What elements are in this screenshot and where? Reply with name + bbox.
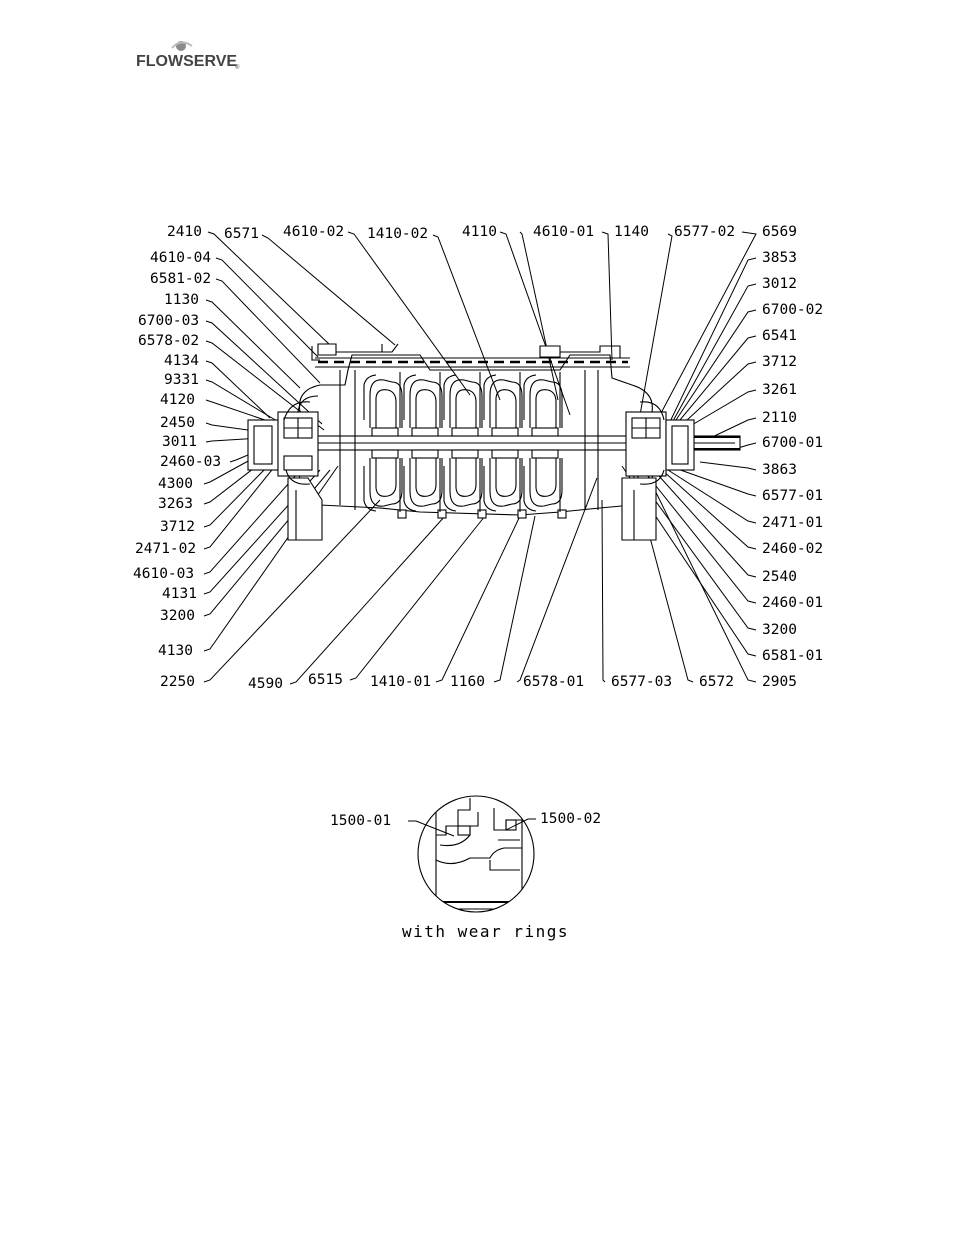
label-6581-02: 6581-02 bbox=[150, 271, 211, 287]
label-2471-02: 2471-02 bbox=[135, 541, 196, 557]
label-3263: 3263 bbox=[158, 496, 193, 512]
label-6700-03: 6700-03 bbox=[138, 313, 199, 329]
flowserve-logo: FLOWSERVE ® bbox=[136, 41, 240, 71]
label-1140: 1140 bbox=[614, 224, 649, 240]
label-6578-01: 6578-01 bbox=[523, 674, 584, 690]
label-6700-01: 6700-01 bbox=[762, 435, 823, 451]
label-3712: 3712 bbox=[160, 519, 195, 535]
logo-text: FLOWSERVE bbox=[136, 53, 237, 70]
label-3261: 3261 bbox=[762, 382, 797, 398]
label-1410-01: 1410-01 bbox=[370, 674, 431, 690]
label-4610-01: 4610-01 bbox=[533, 224, 594, 240]
label-3712: 3712 bbox=[762, 354, 797, 370]
label-6700-02: 6700-02 bbox=[762, 302, 823, 318]
label-6572: 6572 bbox=[699, 674, 734, 690]
label-6515: 6515 bbox=[308, 672, 343, 688]
label-3012: 3012 bbox=[762, 276, 797, 292]
label-2250: 2250 bbox=[160, 674, 195, 690]
label-3863: 3863 bbox=[762, 462, 797, 478]
label-4610-03: 4610-03 bbox=[133, 566, 194, 582]
label-4110: 4110 bbox=[462, 224, 497, 240]
label-6581-01: 6581-01 bbox=[762, 648, 823, 664]
pump-stages bbox=[363, 372, 567, 519]
label-1500-01: 1500-01 bbox=[330, 813, 391, 829]
label-3200: 3200 bbox=[762, 622, 797, 638]
label-2410: 2410 bbox=[167, 224, 202, 240]
svg-text:®: ® bbox=[235, 64, 240, 71]
top-labels: 2410 6571 4610-02 1410-02 4110 4610-01 1… bbox=[167, 224, 797, 242]
label-6578-02: 6578-02 bbox=[138, 333, 199, 349]
label-4610-04: 4610-04 bbox=[150, 250, 211, 266]
label-2460-03: 2460-03 bbox=[160, 454, 221, 470]
label-2540: 2540 bbox=[762, 569, 797, 585]
bottom-labels: 2250 4590 6515 1410-01 1160 6578-01 6577… bbox=[160, 672, 797, 692]
label-6569: 6569 bbox=[762, 224, 797, 240]
label-2450: 2450 bbox=[160, 415, 195, 431]
label-2110: 2110 bbox=[762, 410, 797, 426]
label-3011: 3011 bbox=[162, 434, 197, 450]
label-6577-01: 6577-01 bbox=[762, 488, 823, 504]
label-1130: 1130 bbox=[164, 292, 199, 308]
wear-ring-detail: 1500-01 1500-02 with wear rings bbox=[330, 795, 601, 941]
label-4134: 4134 bbox=[164, 353, 199, 369]
label-3200: 3200 bbox=[160, 608, 195, 624]
label-9331: 9331 bbox=[164, 372, 199, 388]
label-4300: 4300 bbox=[158, 476, 193, 492]
label-4120: 4120 bbox=[160, 392, 195, 408]
label-3853: 3853 bbox=[762, 250, 797, 266]
label-2460-02: 2460-02 bbox=[762, 541, 823, 557]
label-1160: 1160 bbox=[450, 674, 485, 690]
detail-caption: with wear rings bbox=[402, 922, 569, 941]
label-2471-01: 2471-01 bbox=[762, 515, 823, 531]
left-labels: 4610-04 6581-02 1130 6700-03 6578-02 413… bbox=[133, 250, 221, 659]
right-labels: 3853 3012 6700-02 6541 3712 3261 2110 67… bbox=[762, 250, 823, 664]
label-1410-02: 1410-02 bbox=[367, 226, 428, 242]
leader-lines bbox=[203, 231, 757, 685]
label-1500-02: 1500-02 bbox=[540, 811, 601, 827]
label-2460-01: 2460-01 bbox=[762, 595, 823, 611]
label-4590: 4590 bbox=[248, 676, 283, 692]
label-4610-02: 4610-02 bbox=[283, 224, 344, 240]
label-6577-02: 6577-02 bbox=[674, 224, 735, 240]
label-6541: 6541 bbox=[762, 328, 797, 344]
label-4131: 4131 bbox=[162, 586, 197, 602]
label-4130: 4130 bbox=[158, 643, 193, 659]
detail-circle bbox=[417, 795, 535, 913]
label-6571: 6571 bbox=[224, 226, 259, 242]
pump-body bbox=[247, 343, 741, 541]
label-6577-03: 6577-03 bbox=[611, 674, 672, 690]
label-2905: 2905 bbox=[762, 674, 797, 690]
